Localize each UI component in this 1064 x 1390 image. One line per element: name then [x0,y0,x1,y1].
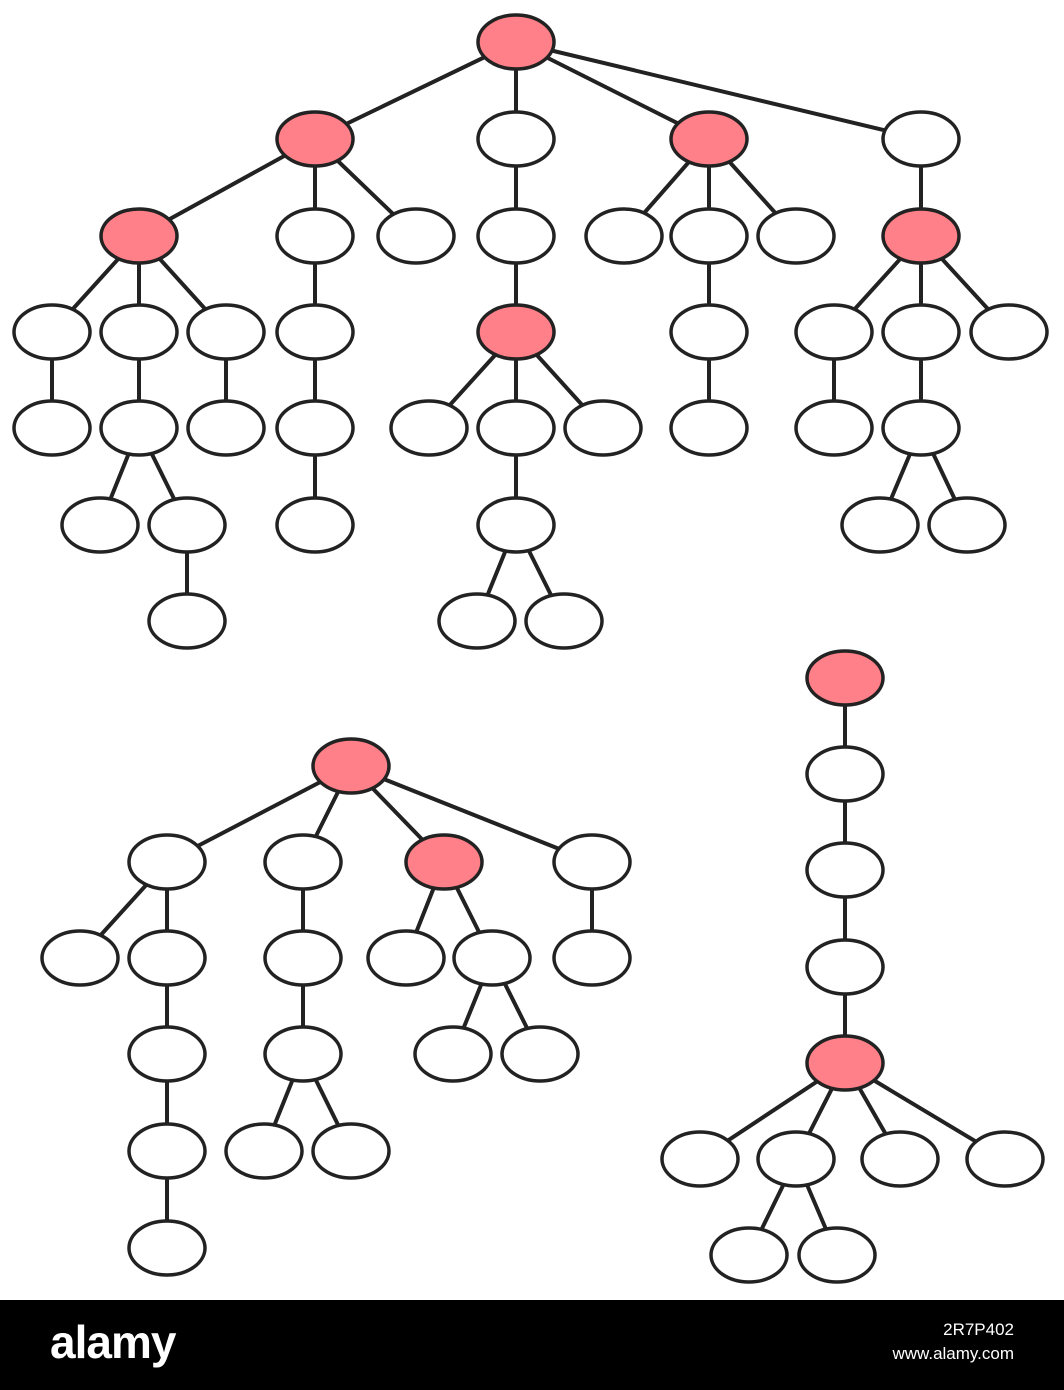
tree-bottom-left-node [263,1025,343,1083]
watermark-banner [0,1300,1064,1390]
tree-large-node [389,399,469,457]
tree-bottom-left-node-highlighted [404,833,484,891]
tree-large-node [881,303,961,361]
tree-large-node [756,207,836,265]
tree-large-node [476,399,556,457]
tree-bottom-right-node [797,1226,877,1284]
tree-large-node [60,496,140,554]
tree-bottom-left-node [552,929,632,987]
tree-large-node [669,399,749,457]
tree-bottom-right-node [805,745,885,803]
watermark-id-block: 2R7P402 www.alamy.com [892,1318,1014,1366]
tree-large-node [147,592,227,650]
tree-bottom-left-node [127,1122,207,1180]
tree-large-node [927,496,1007,554]
image-id: 2R7P402 [943,1320,1014,1339]
tree-large-node [563,399,643,457]
tree-large-node [881,399,961,457]
alamy-logo: alamy [50,1316,176,1368]
nodes-layer [12,13,1049,1284]
tree-bottom-right-node [756,1130,836,1188]
tree-large-node-highlighted [476,13,556,71]
tree-large-node [186,399,266,457]
tree-bottom-right-node [660,1130,740,1188]
tree-large-edge [313,40,518,141]
tree-diagram-svg [12,13,1049,1284]
tree-bottom-left-node [263,833,343,891]
tree-large-node [12,303,92,361]
tree-large-node [476,207,556,265]
tree-large-node-highlighted [275,110,355,168]
tree-bottom-right-node-highlighted [805,649,885,707]
tree-bottom-right-node [965,1130,1045,1188]
tree-bottom-left-edge [349,764,594,864]
tree-large-node [275,399,355,457]
tree-large-node [794,303,874,361]
tree-bottom-left-node [224,1122,304,1180]
tree-large-node [476,496,556,554]
tree-large-node [794,399,874,457]
tree-large-node [147,496,227,554]
tree-large-node [584,207,664,265]
tree-large-node [275,496,355,554]
tree-large-node [275,303,355,361]
tree-large-node-highlighted [99,207,179,265]
tree-large-node-highlighted [669,110,749,168]
tree-bottom-left-node [127,1025,207,1083]
tree-diagram [12,13,1049,1284]
site-url: www.alamy.com [892,1344,1014,1363]
tree-bottom-right-node [805,938,885,996]
tree-bottom-left-node [366,929,446,987]
tree-bottom-left-node [452,929,532,987]
tree-bottom-left-node [127,833,207,891]
tree-large-node-highlighted [476,303,556,361]
tree-bottom-left-node [127,1219,207,1277]
tree-large-node [12,399,92,457]
tree-large-node-highlighted [881,207,961,265]
tree-bottom-left-node-highlighted [311,737,391,795]
tree-bottom-left-node [127,929,207,987]
tree-large-node [524,592,604,650]
tree-large-node [669,303,749,361]
tree-bottom-left-node [311,1122,391,1180]
tree-bottom-left-node [552,833,632,891]
tree-bottom-right-node [709,1226,789,1284]
tree-large-edge [514,40,923,141]
tree-large-node [186,303,266,361]
tree-large-node [840,496,920,554]
tree-large-node [669,207,749,265]
tree-large-node [969,303,1049,361]
tree-large-node [275,207,355,265]
tree-bottom-right-node-highlighted [805,1034,885,1092]
tree-large-node [881,110,961,168]
tree-bottom-right-node [860,1130,940,1188]
tree-bottom-left-node [413,1025,493,1083]
tree-large-node [376,207,456,265]
tree-large-node [476,110,556,168]
tree-bottom-right-node [805,841,885,899]
tree-bottom-left-node [40,929,120,987]
tree-large-node [99,399,179,457]
tree-bottom-left-node [500,1025,580,1083]
tree-large-node [99,303,179,361]
tree-large-node [437,592,517,650]
tree-bottom-left-node [263,929,343,987]
